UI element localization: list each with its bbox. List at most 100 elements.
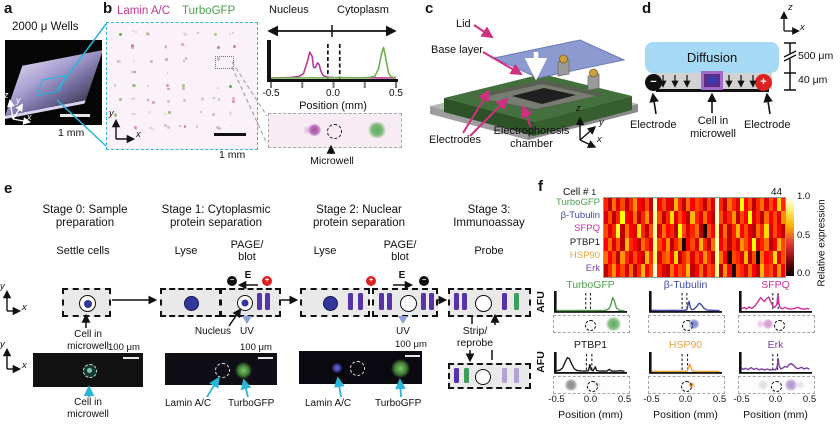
microwell-dot <box>134 126 138 130</box>
microwell-dot <box>214 32 217 36</box>
heatmap-cell <box>665 250 670 264</box>
lane-blob <box>784 379 799 391</box>
heatmap-cell <box>764 237 769 251</box>
heatmap-cell <box>636 263 642 277</box>
stage3-probe-diagram <box>448 288 531 317</box>
heatmap-cell <box>678 224 683 238</box>
microwell-dot <box>217 97 221 101</box>
heatmap-cell <box>756 224 761 238</box>
lane-blob <box>563 379 578 391</box>
dim-40um: 40 μm <box>798 74 828 86</box>
xtick: 0.5 <box>389 88 403 99</box>
positive-electrode-icon: + <box>366 276 376 286</box>
settled-cell-image <box>33 353 143 387</box>
heatmap-cell <box>760 263 765 277</box>
heatmap-cell <box>645 237 650 251</box>
probe-band <box>502 293 507 310</box>
cell-in-well-caption1: Cell in <box>74 329 102 340</box>
heatmap-cell <box>739 198 744 212</box>
heatmap-cell <box>731 224 736 238</box>
axis-x-arrow <box>579 139 597 148</box>
profile-xtick: 0.0 <box>678 394 693 405</box>
heatmap-cell <box>706 198 711 212</box>
microwell-dot <box>149 60 153 64</box>
microwell-dot-array <box>107 23 257 149</box>
heatmap-cell <box>776 237 781 251</box>
chamber-callout-arrow <box>521 105 533 128</box>
heatmap-cell <box>694 198 699 212</box>
profile-plot-HSP90 <box>649 352 722 374</box>
microwell-dot <box>132 83 136 87</box>
microwell-dot <box>232 32 234 34</box>
microwell-dot <box>201 97 205 101</box>
heatmap-cell <box>686 198 691 212</box>
microwell-dot <box>116 60 119 63</box>
microwell-circle <box>682 319 693 331</box>
heatmap-cell <box>649 263 654 277</box>
cell-in-microwell-block <box>701 71 723 90</box>
electrode-right-label: Electrode <box>744 119 791 131</box>
heatmap-cell <box>715 211 720 225</box>
base-layer-callout: Base layer <box>431 44 483 56</box>
heatmap-cell <box>604 198 609 212</box>
strip-label-line2: reprobe <box>456 337 494 349</box>
heatmap-cell <box>735 198 740 212</box>
heatmap-cell <box>682 237 687 251</box>
heatmap-cell <box>710 250 716 264</box>
heatmap-cell <box>747 237 753 251</box>
heatmap-cell <box>682 250 687 264</box>
microwell-dot <box>146 32 150 36</box>
microwell-dot <box>196 31 200 35</box>
microwell-circle <box>327 123 343 139</box>
heatmap-cell <box>682 211 687 225</box>
microwell-dot <box>181 43 185 47</box>
panel-b-label: b <box>103 0 113 17</box>
microwell-dot <box>216 126 219 130</box>
stage2-separation-image <box>299 351 422 384</box>
profile-title-HSP90: HSP90 <box>668 339 703 351</box>
gel-region <box>512 88 576 104</box>
heatmap-cell <box>641 198 646 212</box>
heatmap-cell <box>768 263 773 277</box>
heatmap-cell <box>723 263 728 277</box>
minus-sign: − <box>229 277 235 284</box>
heatmap-cell <box>772 250 777 264</box>
xtick: 0.0 <box>326 88 340 99</box>
heatmap-row-label: HSP90 <box>569 249 600 261</box>
uv-label: UV <box>240 326 254 337</box>
cb-tick-0: 0.0 <box>797 268 811 279</box>
heatmap-cell <box>710 211 716 225</box>
efield-label: E <box>244 270 252 281</box>
heatmap-cell <box>760 224 765 238</box>
turbogfp-caption: TurboGFP <box>375 398 422 409</box>
heatmap-cell <box>653 198 658 212</box>
profile-xtick: -0.5 <box>733 394 750 405</box>
heatmap-cell <box>772 263 777 277</box>
heatmap-cell <box>665 237 670 251</box>
microwell-dot <box>151 127 155 130</box>
heatmap-cell <box>706 211 711 225</box>
heatmap-cell <box>673 250 679 264</box>
heatmap-cell <box>624 211 629 225</box>
heatmap-cell <box>772 224 777 238</box>
microwell-dot <box>184 32 188 37</box>
profile-title-TurboGFP: TurboGFP <box>566 279 615 291</box>
stage2-title-line1: Stage 2: Nuclear <box>316 204 402 216</box>
stage2-lyse-diagram <box>300 288 370 317</box>
heatmap-cell <box>735 237 740 251</box>
heatmap-cell <box>661 198 666 212</box>
cell-in-well-caption1: Cell in <box>74 397 102 408</box>
lid-callout: Lid <box>456 18 471 30</box>
heatmap-cell <box>731 237 736 251</box>
stage1-step-page: PAGE/ <box>230 239 264 251</box>
heatmap-cell <box>772 198 777 212</box>
heatmap-cell <box>624 237 629 251</box>
microwell-dot <box>195 125 198 128</box>
microwell-dot <box>131 113 134 115</box>
heatmap-cell <box>739 224 744 238</box>
heatmap-cell <box>747 211 753 225</box>
turbogfp-blob <box>235 362 252 379</box>
heatmap-cell <box>743 250 748 264</box>
profile-xtick: 0.5 <box>712 394 727 405</box>
heatmap-cell <box>636 224 642 238</box>
